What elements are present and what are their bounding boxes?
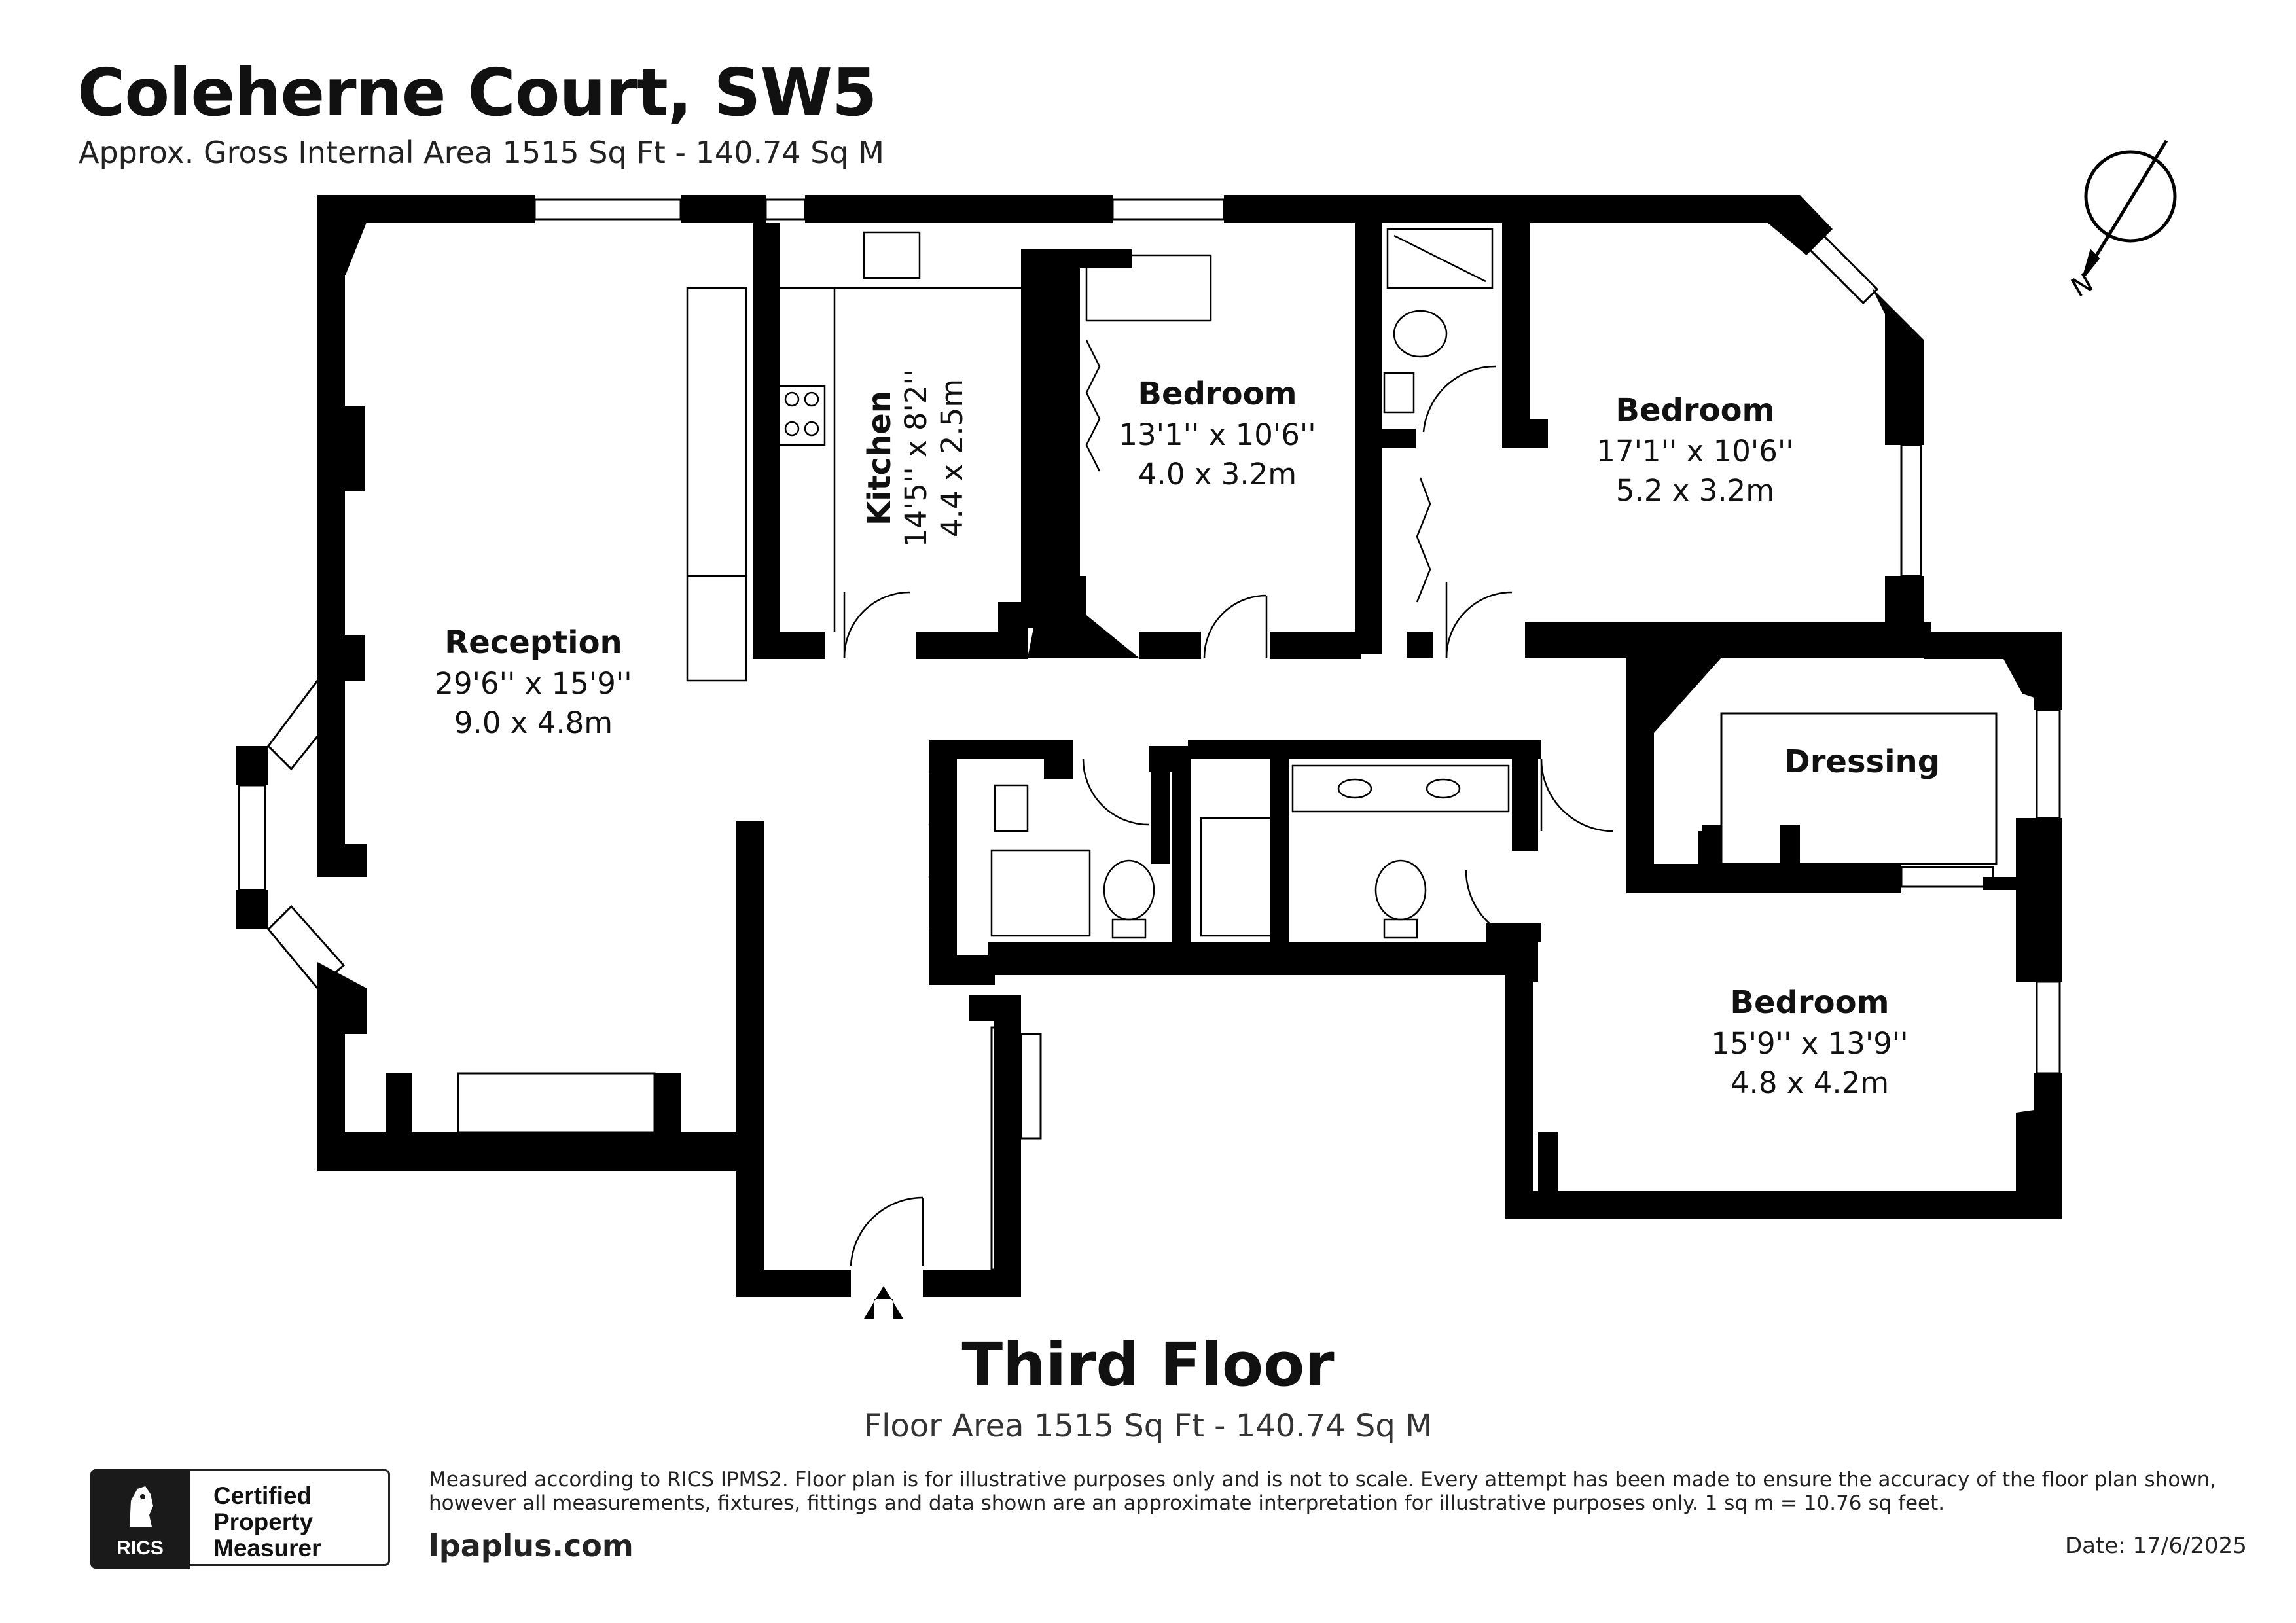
reception-metric: 9.0 x 4.8m — [454, 705, 613, 740]
reception-imperial: 29'6'' x 15'9'' — [435, 666, 632, 701]
bedroom2-name: Bedroom — [1615, 392, 1774, 429]
bedroom1-metric: 4.0 x 3.2m — [1138, 457, 1297, 491]
gross-area-subtitle: Approx. Gross Internal Area 1515 Sq Ft -… — [79, 135, 884, 170]
bedroom2-imperial: 17'1'' x 10'6'' — [1596, 434, 1793, 469]
windows — [238, 198, 2061, 1271]
room-labels: Reception 29'6'' x 15'9'' 9.0 x 4.8m Kit… — [435, 369, 1940, 1100]
date: Date: 17/6/2025 — [2065, 1533, 2247, 1559]
bedroom1-name: Bedroom — [1138, 376, 1297, 412]
website-link[interactable]: lpaplus.com — [429, 1528, 634, 1563]
kitchen-name: Kitchen — [861, 391, 898, 526]
lion-icon — [130, 1486, 153, 1527]
kitchen-imperial: 14'5'' x 8'2'' — [899, 369, 933, 548]
page-title: Coleherne Court, SW5 — [77, 54, 877, 131]
badge-line-3: Measurer — [213, 1535, 321, 1561]
fixtures — [686, 228, 1614, 1267]
badge-line-1: Certified — [213, 1482, 312, 1509]
certified-property-measurer-badge: Certified Property Measurer — [190, 1469, 390, 1566]
compass-icon — [2083, 139, 2177, 276]
bedroom3-metric: 4.8 x 4.2m — [1731, 1065, 1889, 1100]
kitchen-metric: 4.4 x 2.5m — [935, 379, 969, 537]
reception-name: Reception — [444, 624, 622, 661]
bedroom1-imperial: 13'1'' x 10'6'' — [1119, 418, 1316, 452]
dressing-name: Dressing — [1784, 743, 1940, 780]
floor-area: Floor Area 1515 Sq Ft - 140.74 Sq M — [863, 1408, 1433, 1444]
walls — [236, 195, 2062, 1319]
floor-title: Third Floor — [961, 1330, 1335, 1400]
disclaimer: Measured according to RICS IPMS2. Floor … — [429, 1468, 2217, 1515]
bedroom3-name: Bedroom — [1730, 984, 1889, 1021]
badge-line-2: Property — [213, 1508, 314, 1535]
compass-north-label: N — [2066, 268, 2098, 304]
rics-logo: RICS — [90, 1469, 190, 1569]
rics-text: RICS — [117, 1537, 164, 1559]
bedroom3-imperial: 15'9'' x 13'9'' — [1711, 1026, 1908, 1061]
bedroom2-metric: 5.2 x 3.2m — [1616, 473, 1774, 508]
